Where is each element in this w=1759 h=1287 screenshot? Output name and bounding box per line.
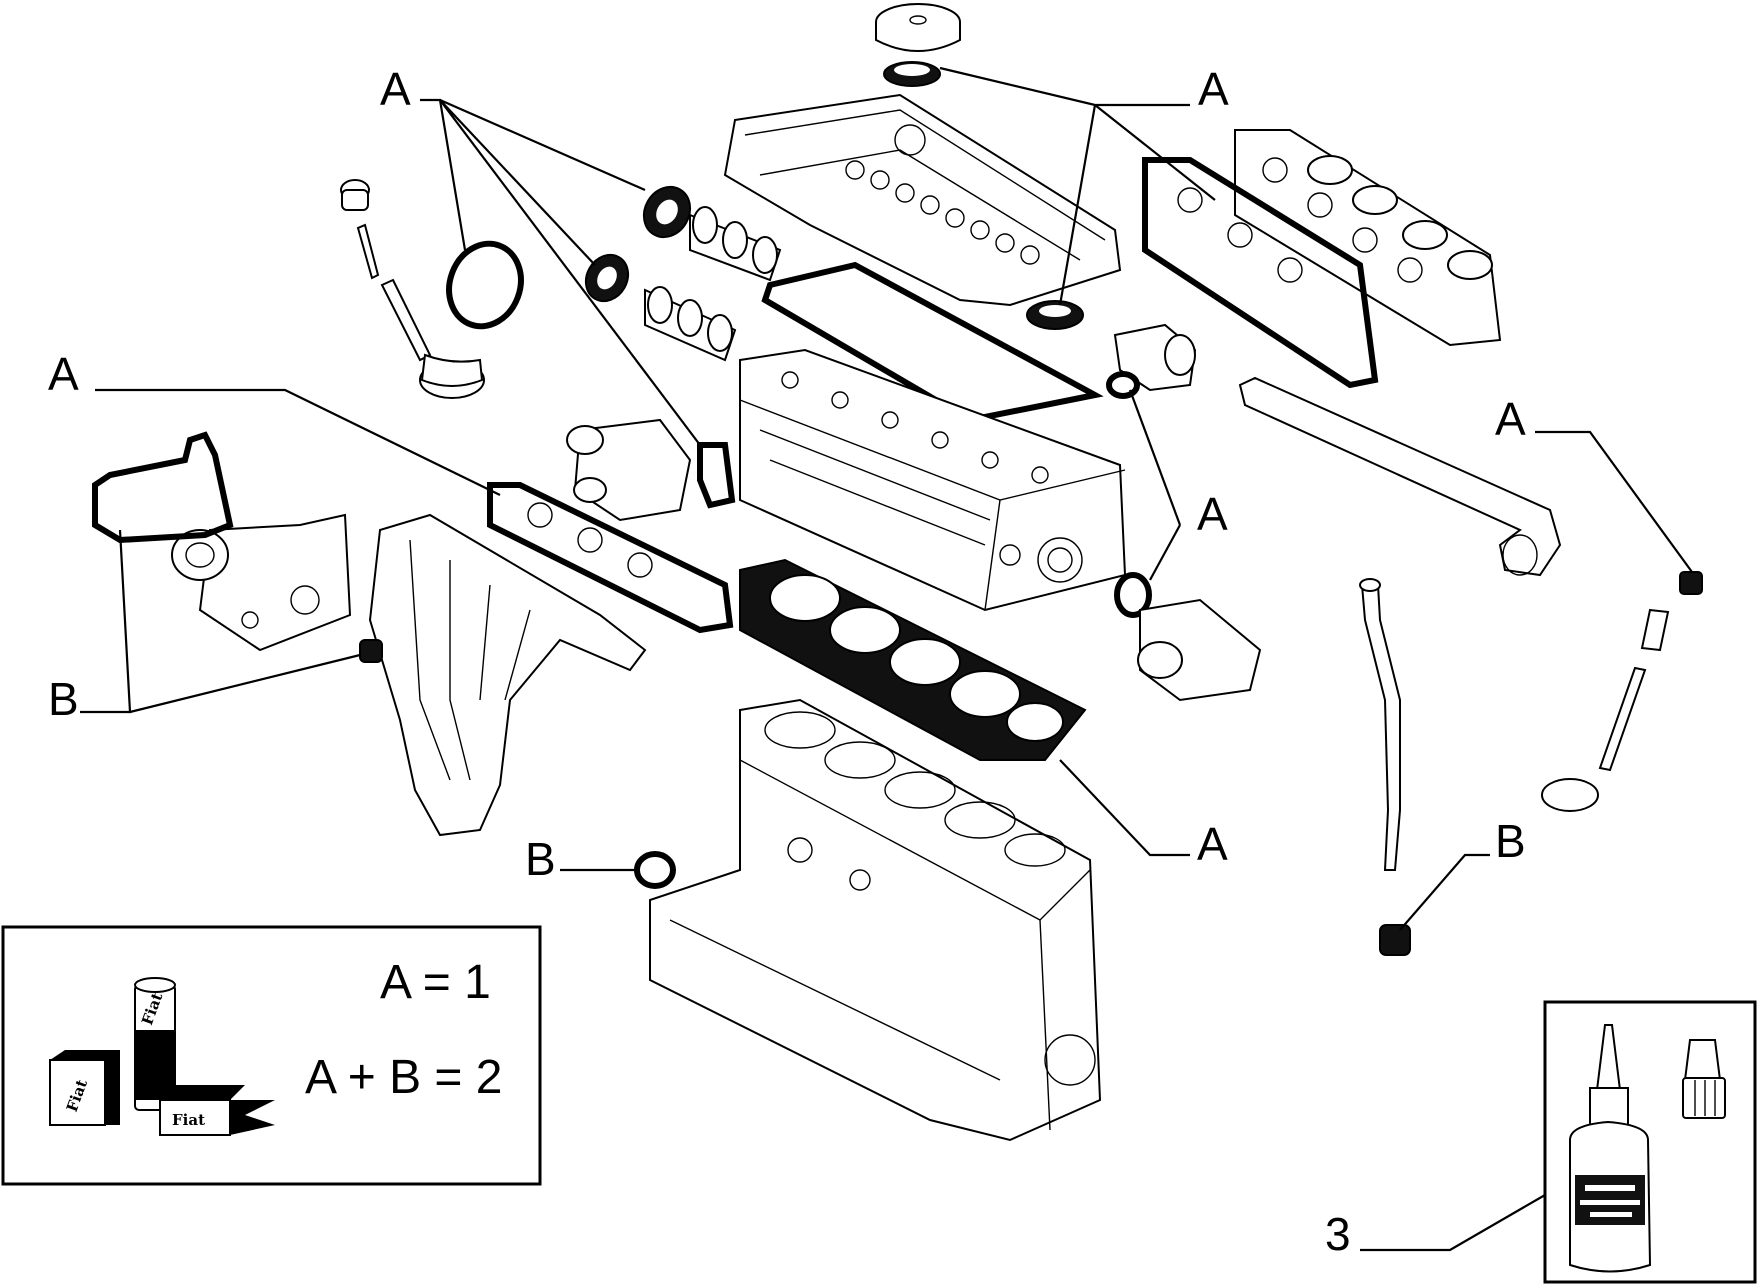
- cylinder-head-cover: [723, 93, 1122, 307]
- engine-block: [649, 698, 1102, 1142]
- outlet-gasket: [697, 442, 736, 509]
- block-seal: [634, 851, 676, 889]
- thermostat-seal-upper: [1106, 371, 1140, 399]
- callout-a-left: A: [48, 348, 79, 400]
- cover-gasket: [761, 261, 1104, 424]
- brand-label: Fiat: [172, 1111, 205, 1129]
- sealant-cap-icon: [1682, 1039, 1726, 1119]
- callout-a-center-right: A: [1197, 488, 1228, 540]
- callout-a-right: A: [1495, 393, 1526, 445]
- cylinder-head-gasket: [739, 558, 1087, 761]
- thermostat-seal-lower: [1114, 572, 1152, 618]
- intake-manifold: [1234, 129, 1502, 347]
- tappet-seal: [1026, 300, 1084, 330]
- gasket-kit-icon: Fiat Fiat Fiat: [49, 977, 275, 1136]
- callout-a-bottom-center: A: [1197, 818, 1228, 870]
- oil-pump: [171, 513, 352, 652]
- camshaft-upper: [689, 206, 782, 282]
- callout-leader-lines: [80, 66, 1693, 1252]
- camshaft-seal-lower: [584, 253, 630, 303]
- crankshaft-seal: [446, 240, 524, 330]
- legend-line-2: A + B = 2: [305, 1051, 502, 1104]
- coolant-hose: [1238, 376, 1562, 577]
- camshaft-seal-upper: [642, 185, 692, 239]
- filler-cap-seal: [883, 61, 941, 87]
- legend-line-1: A = 1: [380, 956, 491, 1009]
- oil-filler-cap: [875, 3, 961, 52]
- callout-b-center: B: [525, 833, 556, 885]
- callout-a-top-left: A: [380, 63, 411, 115]
- valve-assembly-left: [340, 179, 485, 399]
- sealant-bottle-icon: [1569, 1024, 1652, 1273]
- valve-assembly-right: [1541, 571, 1703, 812]
- camshaft-lower: [644, 286, 737, 362]
- legend-box: Fiat Fiat Fiat A = 1 A + B = 2: [1, 925, 542, 1186]
- callout-b-left: B: [48, 673, 79, 725]
- thermostat-housing-lower: [1137, 598, 1262, 702]
- oil-pump-gasket: [92, 431, 234, 544]
- sealant-kit-box: [1543, 1000, 1757, 1284]
- thermostat-housing-upper: [1113, 323, 1197, 392]
- dipstick-tube: [1359, 578, 1401, 871]
- exhaust-manifold-gasket: [487, 482, 734, 634]
- intake-manifold-gasket: [1142, 157, 1379, 389]
- drain-plug-right: [1379, 924, 1411, 956]
- callout-b-right: B: [1495, 815, 1526, 867]
- drain-plug-left: [359, 639, 383, 663]
- callout-a-top-right: A: [1198, 63, 1229, 115]
- water-outlet-housing: [566, 418, 692, 522]
- callout-three: 3: [1325, 1208, 1351, 1260]
- exhaust-manifold: [368, 513, 647, 837]
